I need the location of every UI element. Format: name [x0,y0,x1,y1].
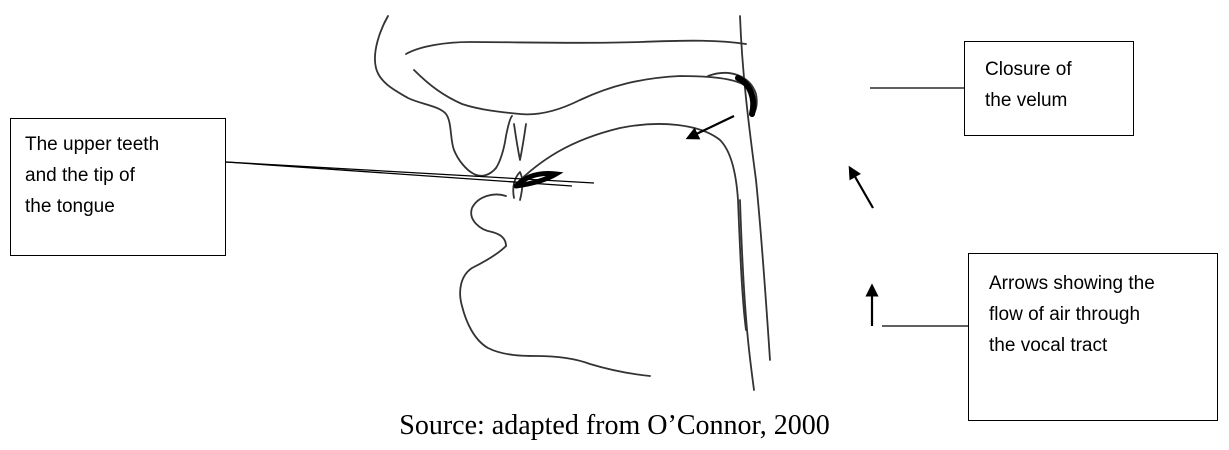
upper-lip-outline [496,116,512,168]
hard-palate-outline [414,70,752,114]
airflow-arrows-label: Arrows showing the flow of air through t… [968,253,1218,421]
teeth-tongue-label: The upper teeth and the tip of the tongu… [10,118,226,256]
airflow-arrow-upper [850,168,873,208]
jaw-outline [460,246,650,376]
tongue-surface [514,124,746,330]
upper-teeth-outline [514,124,526,160]
source-caption: Source: adapted from O’Connor, 2000 [0,410,1229,442]
face-profile-outline [375,16,496,176]
lower-lip-outline [471,195,506,247]
nasal-cavity-outline [406,41,746,54]
velum-closure-label: Closure of the velum [964,41,1134,136]
